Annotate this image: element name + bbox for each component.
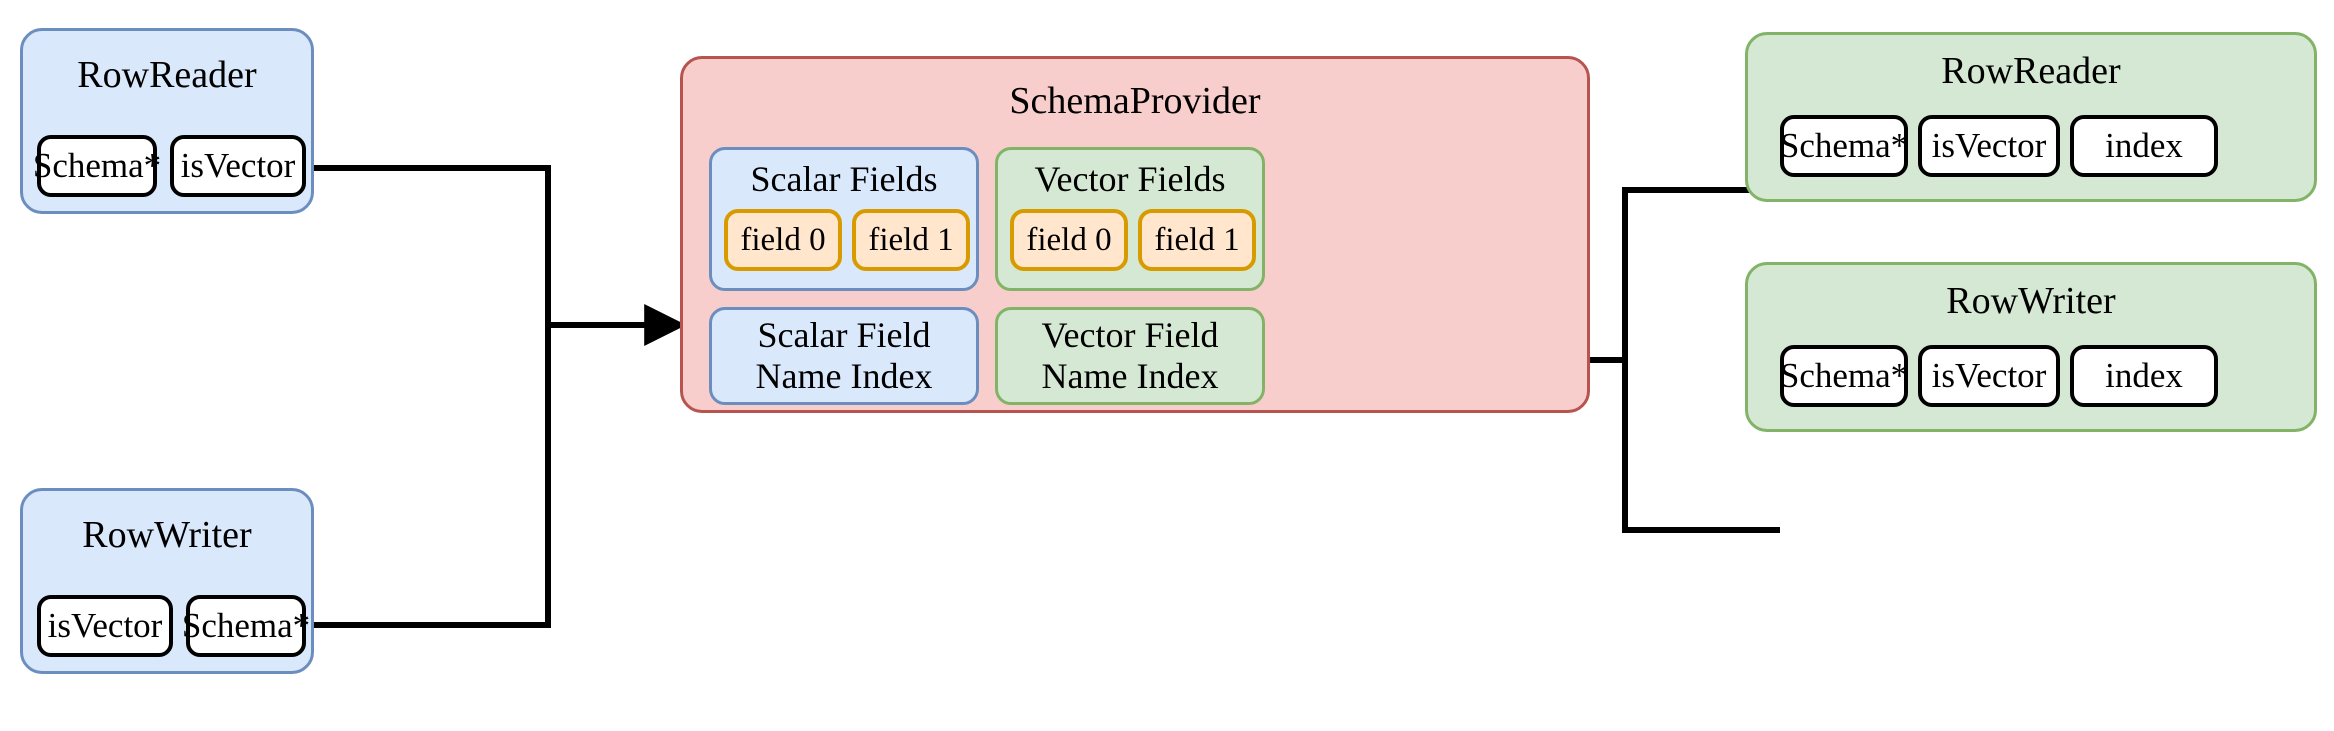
right-rowwriter-slot-index[interactable]: index — [2070, 345, 2218, 407]
right-rowreader-slot-index[interactable]: index — [2070, 115, 2218, 177]
right-rowwriter-slot-isvector[interactable]: isVector — [1918, 345, 2060, 407]
left-rowreader-slot-isvector[interactable]: isVector — [170, 135, 306, 197]
vector-fields-panel[interactable]: Vector Fields field 0 field 1 — [995, 147, 1265, 291]
right-rowreader-slot-isvector[interactable]: isVector — [1918, 115, 2060, 177]
right-rowreader-title: RowReader — [1941, 50, 2121, 92]
left-rowreader-slot-schema[interactable]: Schema* — [33, 135, 161, 197]
vector-field-name-index-panel[interactable]: Vector Field Name Index — [995, 307, 1265, 405]
right-rowwriter-slot-schema[interactable]: Schema* — [1780, 345, 1908, 407]
schemaprovider-title: SchemaProvider — [1009, 80, 1261, 122]
right-rowreader-slot-schema[interactable]: Schema* — [1780, 115, 1908, 177]
scalar-field-1-chip[interactable]: field 1 — [852, 209, 970, 271]
left-rowwriter-title: RowWriter — [82, 514, 252, 556]
scalar-fields-panel[interactable]: Scalar Fields field 0 field 1 — [709, 147, 979, 291]
vector-field-0-chip[interactable]: field 0 — [1010, 209, 1128, 271]
scalar-field-name-index-panel[interactable]: Scalar Field Name Index — [709, 307, 979, 405]
connector-left-to-schemaprovider — [310, 165, 687, 628]
scalar-field-0-chip[interactable]: field 0 — [724, 209, 842, 271]
scalar-fields-title: Scalar Fields — [750, 159, 938, 199]
schemaprovider-node[interactable]: SchemaProvider Scalar Fields field 0 fie… — [680, 56, 1590, 413]
left-rowwriter-slot-schema[interactable]: Schema* — [182, 595, 310, 657]
vector-field-1-chip[interactable]: field 1 — [1138, 209, 1256, 271]
vector-fields-title: Vector Fields — [1034, 159, 1226, 199]
left-rowreader-title: RowReader — [77, 54, 257, 96]
right-rowwriter-title: RowWriter — [1946, 280, 2116, 322]
left-rowwriter-node[interactable]: RowWriter isVector Schema* — [20, 488, 314, 674]
left-rowwriter-slot-isvector[interactable]: isVector — [37, 595, 173, 657]
right-rowwriter-node[interactable]: RowWriter Schema* isVector index — [1745, 262, 2317, 432]
right-rowreader-node[interactable]: RowReader Schema* isVector index — [1745, 32, 2317, 202]
left-rowreader-node[interactable]: RowReader Schema* isVector — [20, 28, 314, 214]
